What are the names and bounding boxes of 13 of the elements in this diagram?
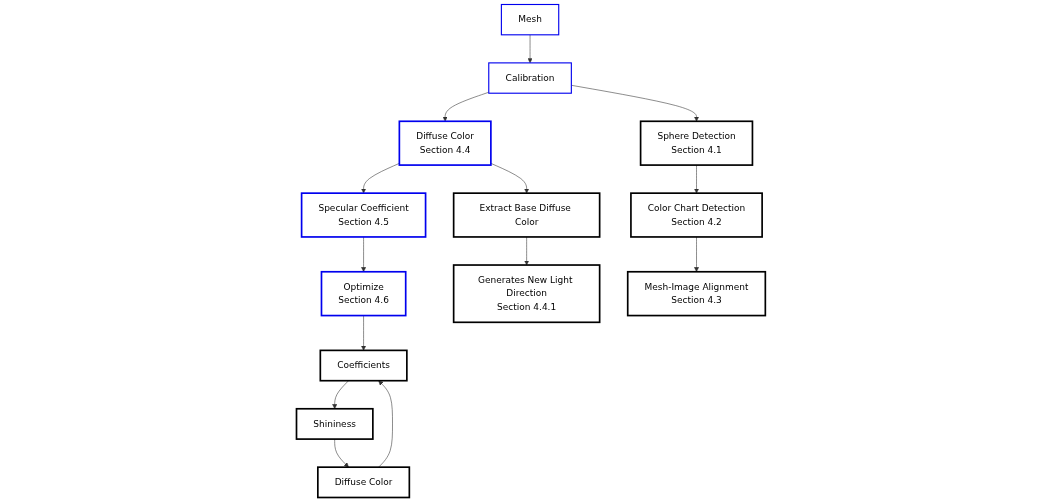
node-box: Sphere Detection Section 4.1 xyxy=(639,120,754,166)
node-box: Mesh xyxy=(500,3,560,36)
node-box: Shininess xyxy=(295,407,374,440)
node-box: Generates New Light Direction Section 4.4.1 xyxy=(452,264,601,324)
node-box: Extract Base Diffuse Color xyxy=(452,192,601,238)
node-box: Diffuse Color xyxy=(317,466,411,499)
node-box: Diffuse Color Section 4.4 xyxy=(398,120,492,166)
node-box: Calibration xyxy=(488,62,572,94)
node-box: Color Chart Detection Section 4.2 xyxy=(630,192,764,238)
node-box: Coefficients xyxy=(319,349,408,382)
node-box: Mesh-Image Alignment Section 4.3 xyxy=(626,270,767,317)
node-box: Specular Coefficient Section 4.5 xyxy=(300,192,427,238)
node-box: Optimize Section 4.6 xyxy=(320,270,407,317)
